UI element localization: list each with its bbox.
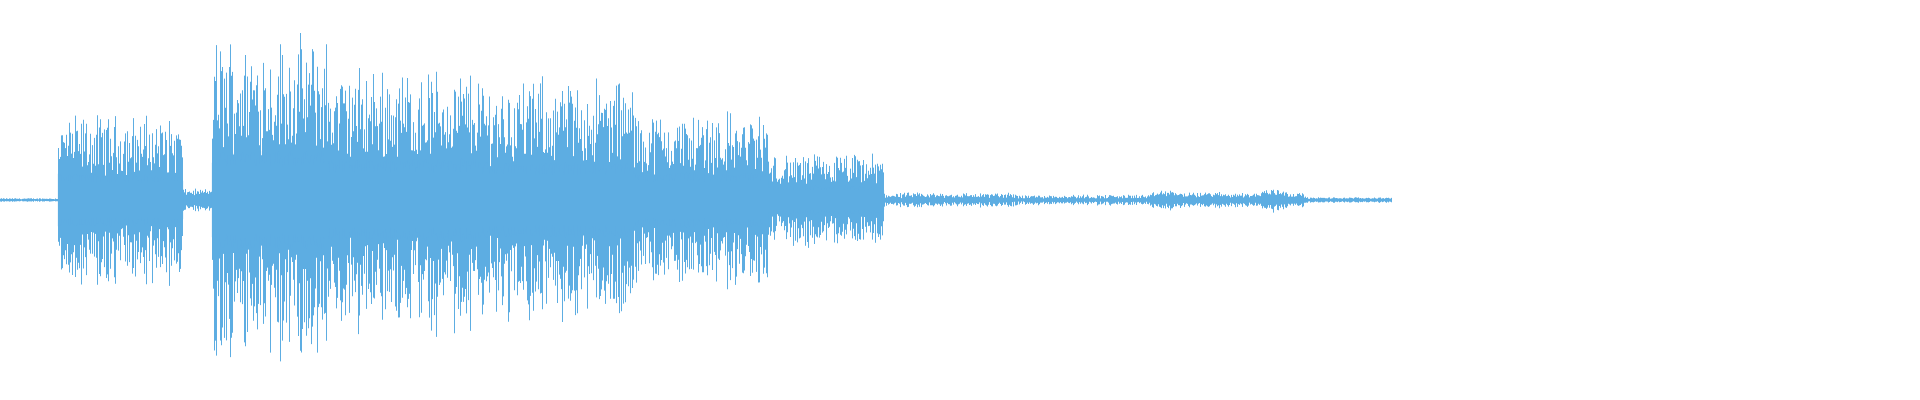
waveform-core xyxy=(57,150,885,250)
